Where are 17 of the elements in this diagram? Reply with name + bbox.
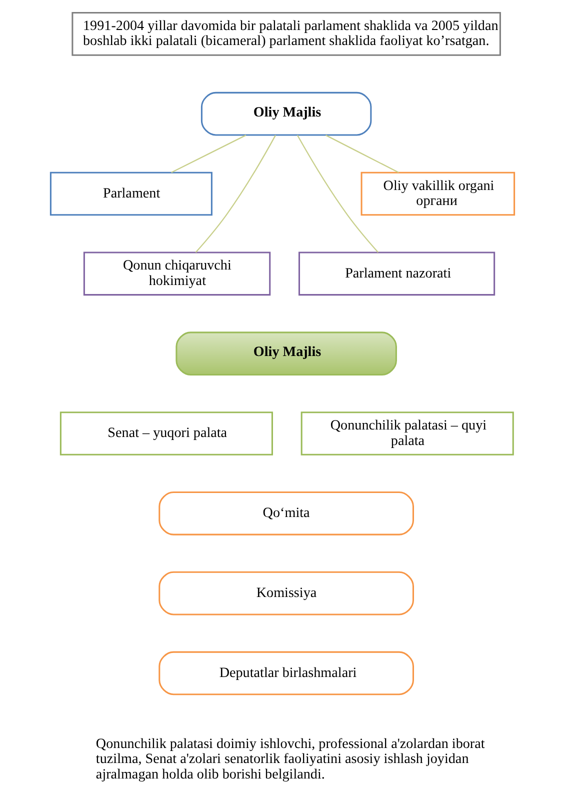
- node-box: Parlament: [50, 172, 212, 216]
- connector: [296, 134, 379, 253]
- node-box: Oliy Majlis: [176, 332, 397, 376]
- connector: [171, 134, 246, 174]
- node-box: Komissiya: [158, 571, 414, 616]
- node-box: 1991-2004 yillar davomida bir palatali parlament shaklida va 2005 yildan boshlab ikki palatali (bicameral) parlament shaklida faoliyat ko’rsatgan.: [72, 12, 501, 56]
- connector: [195, 134, 276, 253]
- node-box: Qonun chiqaruvchi hokimiyat: [83, 252, 271, 296]
- connector: [325, 134, 399, 174]
- node-box: Oliy vakillik organi органи: [360, 172, 516, 216]
- label: Qonunchilik palatasi doimiy ishlovchi, professional a'zolardan iborat tuzilma, Senat a'zolari senatorlik faoliyatini asosiy ishlash joyidan ajralmagan holda olib borishi belgilandi.: [96, 736, 485, 783]
- node-box: Parlament nazorati: [298, 252, 496, 296]
- node-box: Qonunchilik palatasi – quyi palata: [300, 412, 514, 456]
- node-box: Senat – yuqori palata: [60, 412, 273, 456]
- node-box: Qo‘mita: [158, 491, 414, 536]
- node-box: Deputatlar birlashmalari: [158, 651, 414, 696]
- node-box: Oliy Majlis: [200, 92, 372, 136]
